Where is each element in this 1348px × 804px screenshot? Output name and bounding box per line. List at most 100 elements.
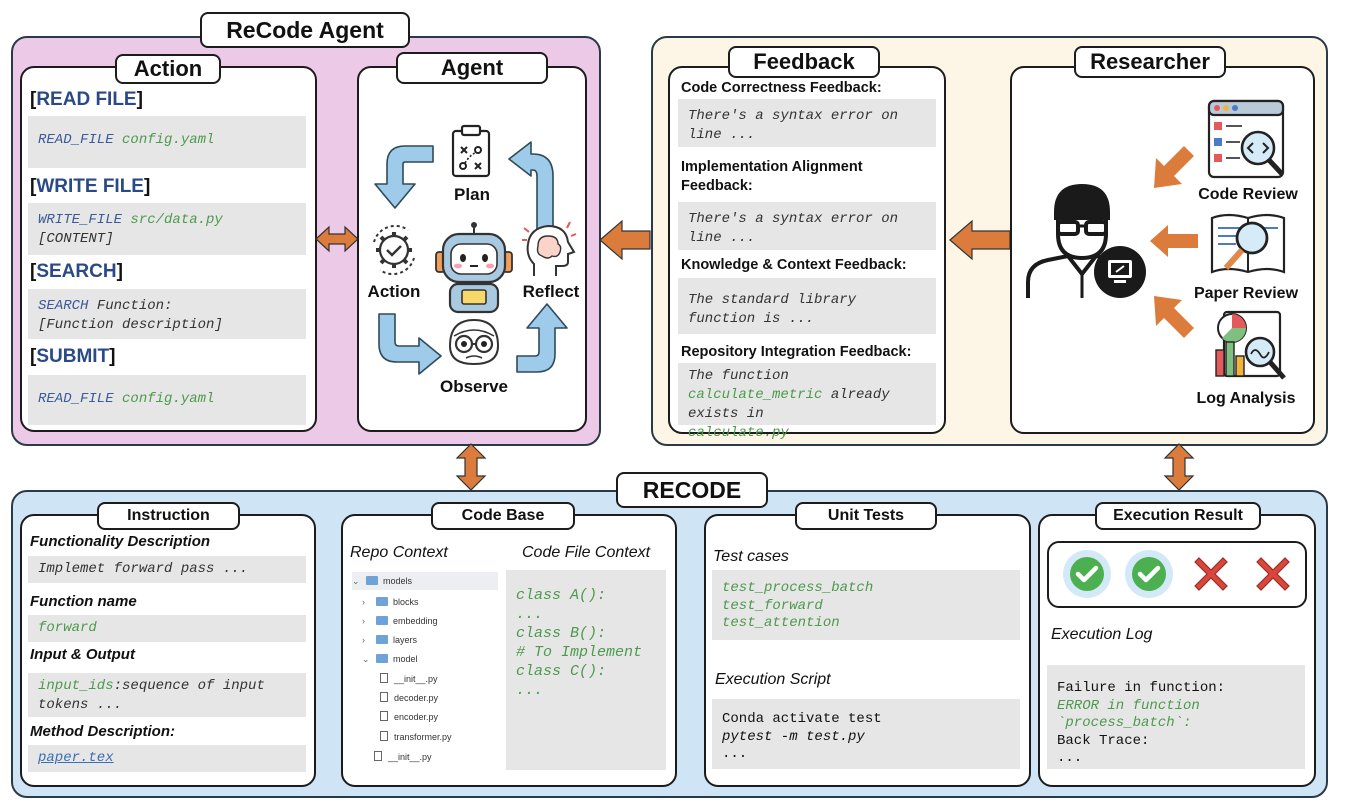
feedback-implementation-heading: Implementation Alignment Feedback: [681,159,863,194]
instruction-io-label: Input & Output [30,646,135,663]
tree-row-decoder[interactable]: decoder.py [380,689,438,707]
recode-title: RECODE [616,472,768,508]
log-line: ERROR in function [1057,697,1200,714]
script-line: ... [722,746,748,762]
action-read-file-label: [READ FILE] [30,89,143,110]
file-icon [380,711,388,721]
robot-icon [435,222,513,314]
tree-row-embedding[interactable]: ›embedding [362,616,438,626]
reflect-brain-icon [522,221,577,276]
feedback-implementation-text: There's a syntax error on line ... [678,202,936,250]
test-cases-box: test_process_batch test_forward test_att… [712,570,1020,640]
code-file-context-label: Code File Context [522,544,651,561]
paper-review-arrow [1150,225,1198,257]
feedback-knowledge-heading: Knowledge & Context Feedback: [681,257,907,273]
instruction-function-name-value: forward [28,615,306,642]
instruction-function-name-label: Function name [30,593,137,610]
fail-cross-icon [1256,557,1290,591]
feedback-code-correctness-text: There's a syntax error on line ... [678,99,936,147]
pass-check-icon [1063,550,1111,598]
tree-row-model[interactable]: ⌄model [362,654,418,664]
execution-script-box: Conda activate test pytest -m test.py ..… [712,699,1020,769]
code-line: # To Implement [516,644,643,661]
execution-script-label: Execution Script [715,671,831,688]
log-line: `process_batch`: [1057,715,1192,731]
file-icon [380,692,388,702]
repo-context-label: Repo Context [350,544,448,561]
code-file-context-box: class A(): ... class B(): # To Implement… [506,570,666,770]
test-cases-label: Test cases [713,548,789,565]
log-line: ... [1057,750,1083,766]
file-icon [374,751,382,761]
instruction-title: Instruction [97,502,240,530]
log-line: Failure in function: [1057,680,1226,696]
script-line: pytest -m test.py [722,728,865,745]
test-case: test_process_batch [722,580,874,596]
folder-icon [376,616,388,625]
tree-row-transformer[interactable]: transformer.py [380,728,452,746]
agent-recode-double-arrow [455,443,487,491]
action-gear-icon [373,224,415,276]
feedback-repository-heading: Repository Integration Feedback: [681,344,912,360]
action-search-code: SEARCH Function:[Function description] [28,289,306,339]
action-submit-label: [SUBMIT] [30,346,116,367]
test-case: test_attention [722,615,840,631]
researcher-to-feedback-arrow [949,219,1011,261]
paper-review-icon [1210,213,1286,274]
action-write-file-code: WRITE_FILE src/data.py[CONTENT] [28,203,306,255]
observe-label: Observe [439,377,509,396]
instruction-method-label: Method Description: [30,723,175,740]
code-review-icon [1207,99,1285,179]
code-review-arrow [1154,146,1194,188]
execution-log-box: Failure in function: ERROR in function `… [1047,665,1305,769]
paper-review-label: Paper Review [1193,285,1299,302]
instruction-functionality-value: Implemet forward pass ... [28,556,306,583]
folder-icon [366,576,378,585]
action-submit-code: READ_FILE config.yaml [28,375,306,425]
log-analysis-icon [1215,310,1286,380]
folder-icon [376,654,388,663]
feedback-to-agent-arrow [599,219,651,261]
instruction-method-value: paper.tex [28,745,306,772]
tree-row-init-inner[interactable]: __init__.py [380,670,438,688]
paper-tex-link[interactable]: paper.tex [38,750,114,766]
action-write-file-label: [WRITE FILE] [30,176,151,197]
tree-row-encoder[interactable]: encoder.py [380,708,438,726]
plan-label: Plan [454,185,490,204]
code-line: ... [516,606,544,623]
script-line: Conda activate test [722,711,882,727]
plan-clipboard-icon [451,124,491,178]
log-line: Back Trace: [1057,732,1150,749]
execution-log-label: Execution Log [1051,626,1153,643]
code-line: class A(): [516,587,607,604]
recode-agent-title: ReCode Agent [200,12,410,48]
results-row [1047,541,1307,608]
action-read-file-code: READ_FILE config.yaml [28,116,306,168]
pass-check-icon [1125,550,1173,598]
feedback-knowledge-text: The standard library function is ... [678,278,936,334]
tree-row-blocks[interactable]: ›blocks [362,597,419,607]
instruction-functionality-label: Functionality Description [30,533,211,550]
feedback-title: Feedback [728,46,880,78]
action-title: Action [115,54,221,84]
reflect-label: Reflect [522,282,580,301]
action-search-label: [SEARCH] [30,261,123,282]
file-icon [380,673,388,683]
repo-file-tree: ⌄models ›blocks ›embedding ›layers ⌄mode… [352,572,500,768]
unit-tests-title: Unit Tests [795,502,937,530]
code-line: class B(): [516,625,607,642]
agent-action-label: Action [367,282,421,301]
tree-row-init-outer[interactable]: __init__.py [374,748,432,766]
code-base-title: Code Base [431,502,575,530]
log-analysis-arrow [1154,296,1194,338]
file-icon [380,731,388,741]
folder-icon [376,597,388,606]
tree-row-models[interactable]: ⌄models [352,572,498,590]
log-analysis-label: Log Analysis [1196,390,1296,407]
code-line: ... [516,682,544,699]
tree-row-layers[interactable]: ›layers [362,635,418,645]
test-case: test_forward [722,597,823,614]
code-line: class C(): [516,663,607,680]
researcher-person-icon [1026,184,1146,298]
